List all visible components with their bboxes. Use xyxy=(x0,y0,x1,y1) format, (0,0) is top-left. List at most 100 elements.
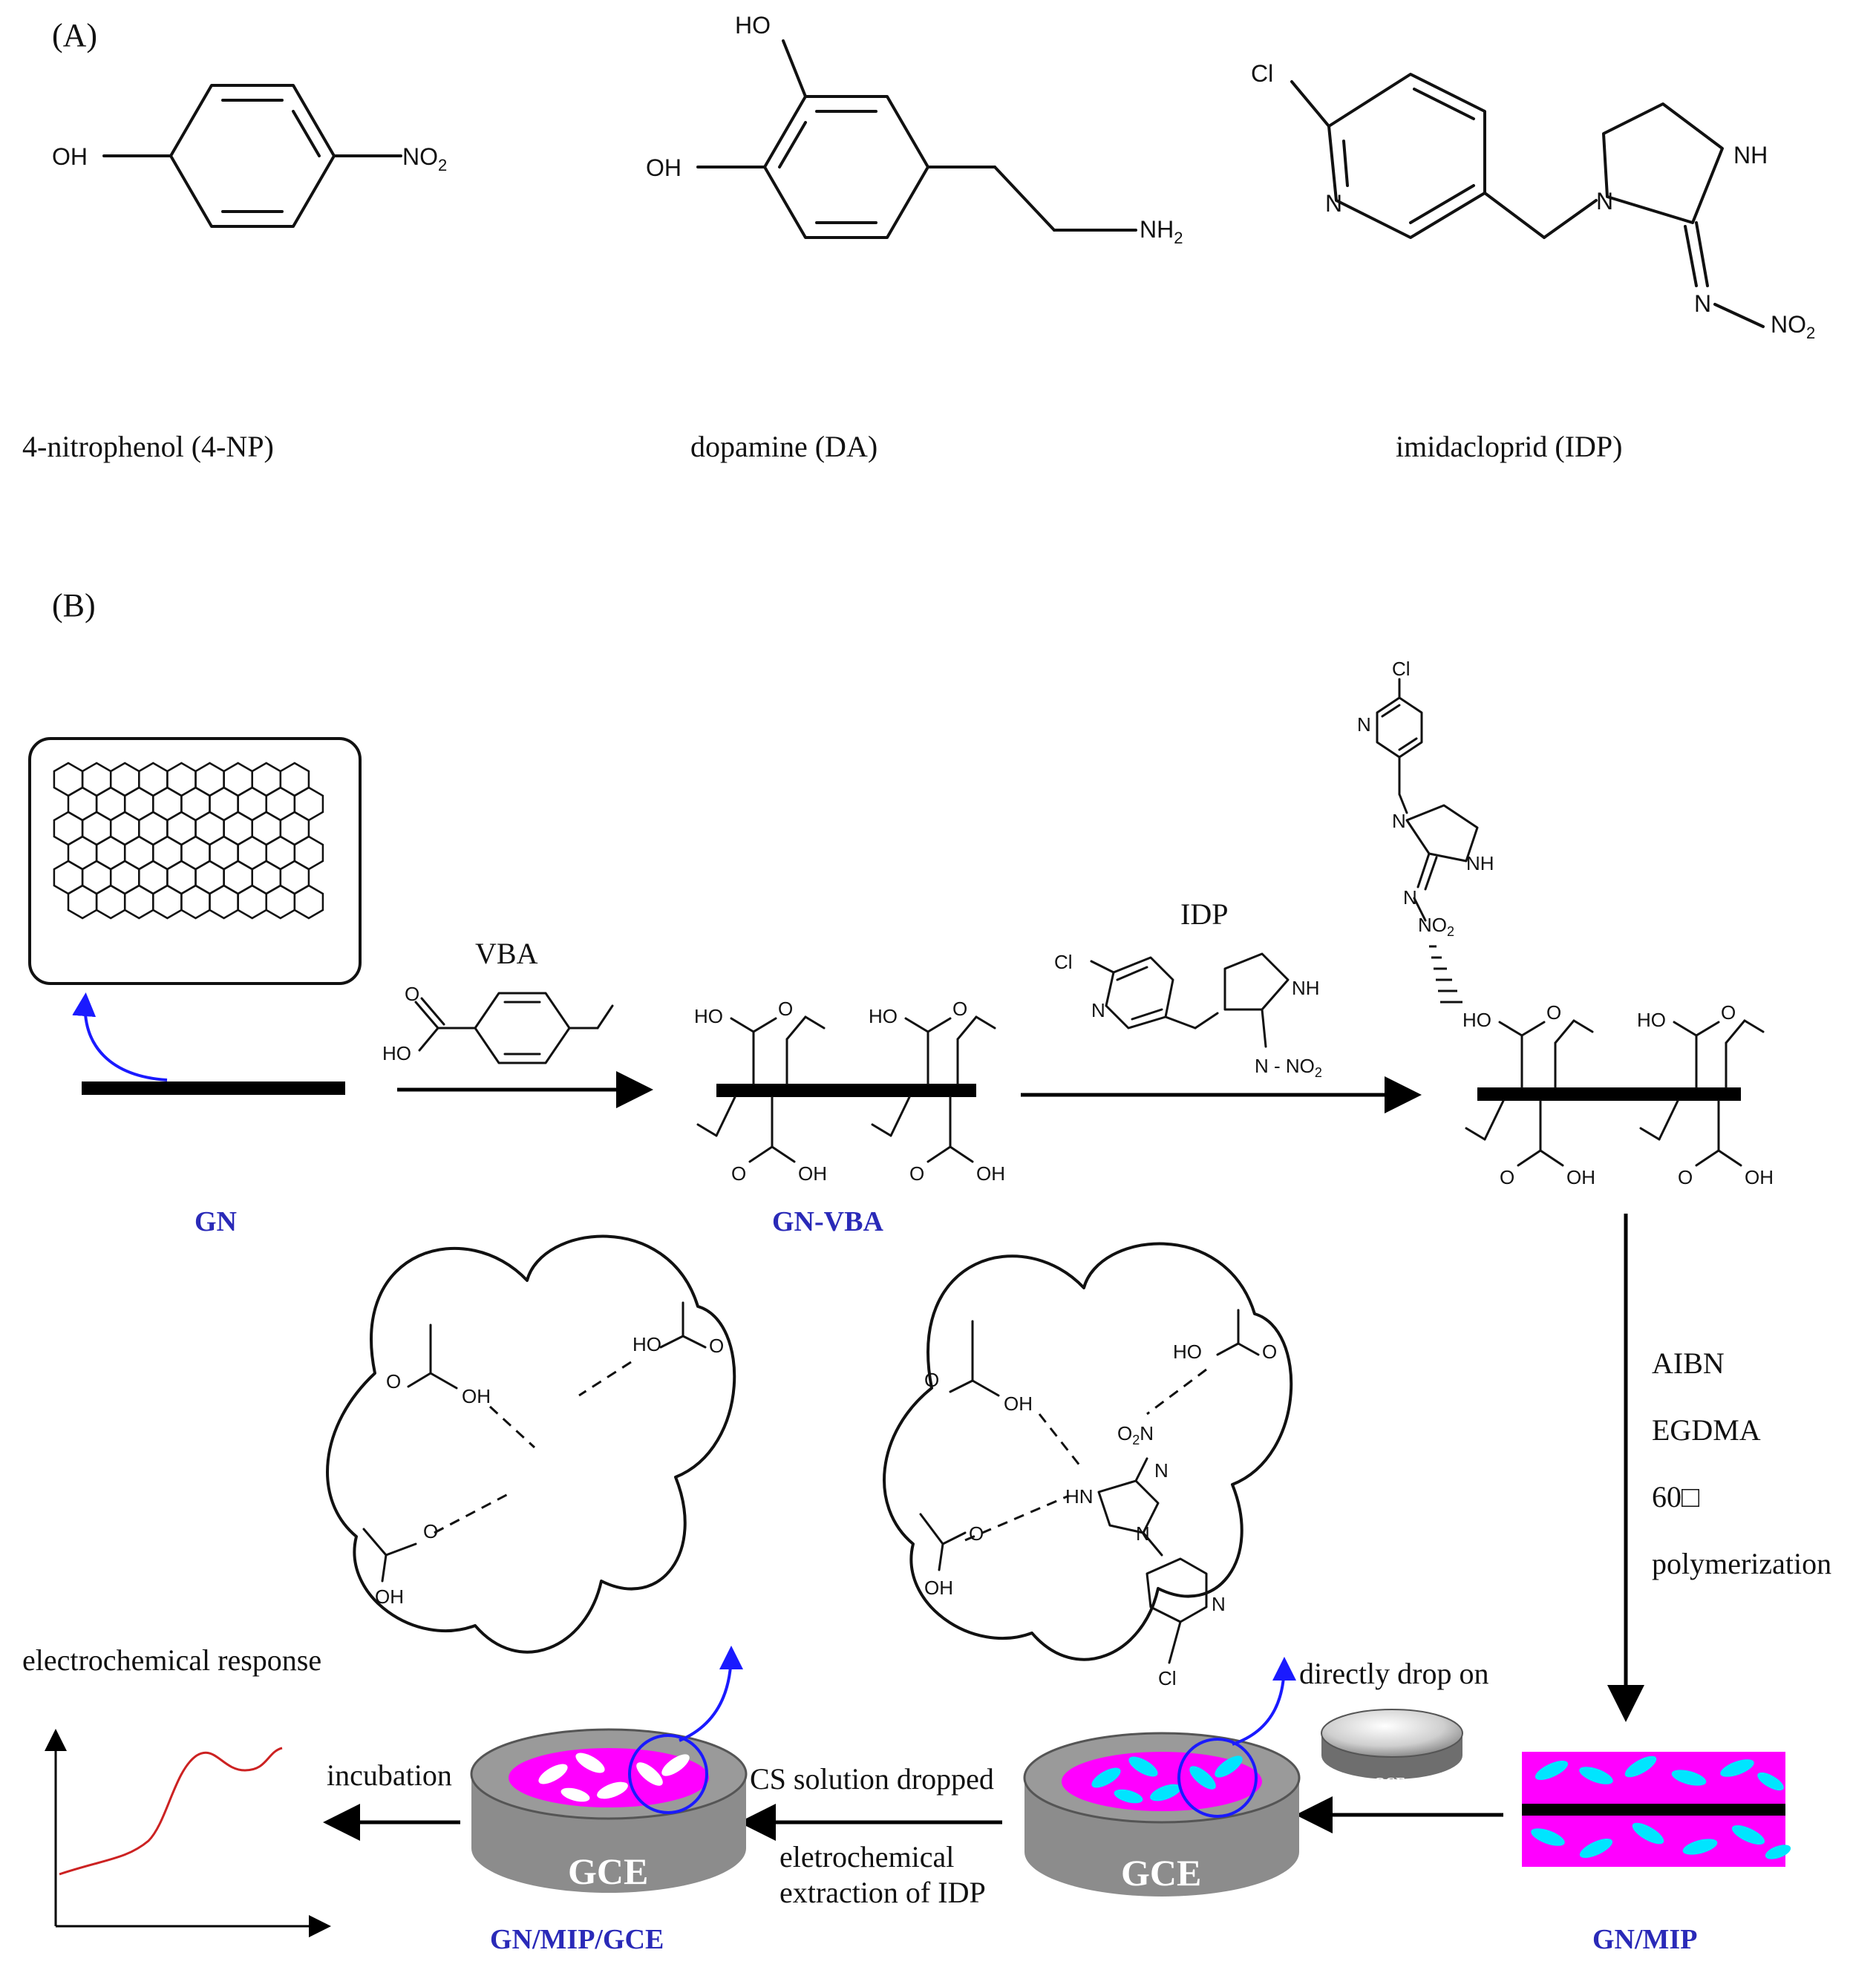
complex-idp-n-pyr: N xyxy=(1357,713,1371,736)
condition-egdma: EGDMA xyxy=(1652,1413,1761,1447)
complex-o-2: O xyxy=(1721,1001,1736,1024)
complex-o-3: O xyxy=(1500,1166,1514,1188)
idp-small-nh: NH xyxy=(1292,977,1320,999)
response-curve xyxy=(59,1747,283,1876)
panel-a-label: (A) xyxy=(52,17,97,53)
condition-polymerization: polymerization xyxy=(1652,1547,1831,1580)
4-nitrophenol-structure: OH NO2 xyxy=(52,84,447,228)
template-ellipse xyxy=(1671,1770,1707,1786)
cav2-cl: Cl xyxy=(1158,1667,1177,1689)
template-ellipse xyxy=(538,1764,568,1784)
template-ellipse xyxy=(1720,1759,1754,1777)
empty-cavity-cloud: O OH HO O O OH xyxy=(326,1234,736,1654)
template-ellipse xyxy=(1632,1822,1664,1845)
gce-electrode-template: GCE xyxy=(1023,1732,1301,1897)
graphene-hexagon xyxy=(293,884,324,920)
complex-ho-2: HO xyxy=(1637,1009,1666,1031)
graphene-honeycomb xyxy=(53,762,324,920)
4np-oh-atom: OH xyxy=(52,143,88,170)
gnvba-oh-1: OH xyxy=(798,1162,827,1185)
directly-drop-on-label: directly drop on xyxy=(1299,1657,1489,1690)
cav1-o-1: O xyxy=(386,1370,401,1393)
complex-ho-1: HO xyxy=(1462,1009,1491,1031)
dopamine-name: dopamine (DA) xyxy=(690,430,877,463)
vba-structure: O HO xyxy=(382,983,614,1064)
cav2-oh-1: OH xyxy=(1004,1393,1033,1415)
idp-step-label: IDP xyxy=(1180,897,1228,931)
complex-o-1: O xyxy=(1546,1001,1561,1024)
gn-vba-label: GN-VBA xyxy=(772,1206,883,1237)
template-ellipse xyxy=(636,1762,663,1786)
idp-pyridine-n-atom: N xyxy=(1325,190,1342,217)
gnvba-ho-2: HO xyxy=(869,1005,898,1027)
complex-idp-cl: Cl xyxy=(1392,658,1411,680)
template-ellipse xyxy=(1150,1784,1181,1802)
cav1-o-2: O xyxy=(709,1335,724,1357)
cav2-n: N xyxy=(1154,1459,1169,1482)
electrochemical-response-label: electrochemical response xyxy=(22,1643,321,1677)
gnvba-o-2: O xyxy=(952,998,967,1020)
template-cavity-cloud: O OH HO O O2N N HN N O OH N Cl xyxy=(883,1242,1293,1689)
idp-ring-n-atom: N xyxy=(1596,188,1613,215)
dopamine-structure: HO OH NH2 xyxy=(646,12,1183,247)
pre-complex-structure: HO O HO O O OH O OH Cl N N NH N NO2 xyxy=(1357,658,1774,1188)
template-ellipse xyxy=(575,1753,605,1773)
gnvba-ho-1: HO xyxy=(694,1005,723,1027)
vba-o-atom: O xyxy=(405,983,419,1005)
gnvba-o-4: O xyxy=(909,1162,924,1185)
cav2-o-3: O xyxy=(969,1522,984,1545)
template-ellipse xyxy=(597,1781,628,1799)
template-ellipse xyxy=(1535,1760,1569,1781)
template-ellipse xyxy=(1682,1839,1718,1855)
template-ellipse xyxy=(661,1754,690,1776)
cav1-oh-2: OH xyxy=(375,1586,404,1608)
small-gce-disc: GCE xyxy=(1321,1709,1463,1791)
idp-nh-atom: NH xyxy=(1733,142,1768,168)
cav2-n-pyr: N xyxy=(1212,1593,1226,1615)
gce-right-label: GCE xyxy=(1121,1852,1201,1894)
graphene-inset xyxy=(28,737,362,985)
gn-sheet xyxy=(82,1081,345,1095)
cav1-oh-1: OH xyxy=(462,1385,491,1407)
idp-small-nno2: N - NO2 xyxy=(1255,1055,1322,1080)
template-ellipse xyxy=(1114,1789,1143,1804)
idp-small-n: N xyxy=(1091,999,1105,1021)
gce-electrode-imprinted: GCE xyxy=(470,1728,748,1893)
small-gce-label: GCE xyxy=(1373,1775,1405,1791)
gnvba-oh-2: OH xyxy=(976,1162,1005,1185)
incubation-label: incubation xyxy=(327,1758,452,1792)
template-ellipse xyxy=(1091,1767,1121,1788)
vba-label: VBA xyxy=(475,937,538,970)
condition-aibn: AIBN xyxy=(1652,1346,1725,1380)
da-oh-atom: OH xyxy=(646,154,682,181)
mip-template-ellipses xyxy=(1531,1755,1791,1859)
idp-small-cl: Cl xyxy=(1054,951,1073,973)
cav1-o-3: O xyxy=(423,1520,438,1542)
template-ellipse xyxy=(1757,1772,1784,1791)
cav2-ho-1: HO xyxy=(1173,1341,1202,1363)
template-ellipse xyxy=(1531,1828,1565,1846)
gn-label: GN xyxy=(195,1206,237,1237)
gnvba-o-1: O xyxy=(778,998,793,1020)
panel-b-label: (B) xyxy=(52,587,96,624)
cav2-o-2: O xyxy=(1262,1341,1277,1363)
gn-vba-structure: HO O HO O O OH O OH xyxy=(694,998,1005,1185)
zoom-arrow-graphene xyxy=(72,992,168,1081)
cav2-o2n: O2N xyxy=(1117,1422,1154,1447)
gn-mip-gce-label: GN/MIP/GCE xyxy=(490,1924,664,1955)
complex-o-4: O xyxy=(1678,1166,1693,1188)
extraction-label-1: eletrochemical xyxy=(780,1840,954,1874)
complex-idp-n-ring: N xyxy=(1392,810,1406,832)
template-ellipse xyxy=(1128,1756,1158,1777)
template-ellipse xyxy=(1189,1766,1216,1790)
idp-imine-n-atom: N xyxy=(1694,290,1711,317)
template-ellipse xyxy=(1579,1838,1613,1859)
imidacloprid-name: imidacloprid (IDP) xyxy=(1396,430,1623,463)
4np-no2-atom: NO2 xyxy=(402,143,447,174)
extraction-label-2: extraction of IDP xyxy=(780,1876,986,1909)
gn-mip-slab xyxy=(1522,1752,1791,1867)
idp-small-structure: Cl N NH N - NO2 xyxy=(1054,951,1322,1080)
complex-idp-no2: NO2 xyxy=(1418,914,1454,939)
4-nitrophenol-name: 4-nitrophenol (4-NP) xyxy=(22,430,274,463)
